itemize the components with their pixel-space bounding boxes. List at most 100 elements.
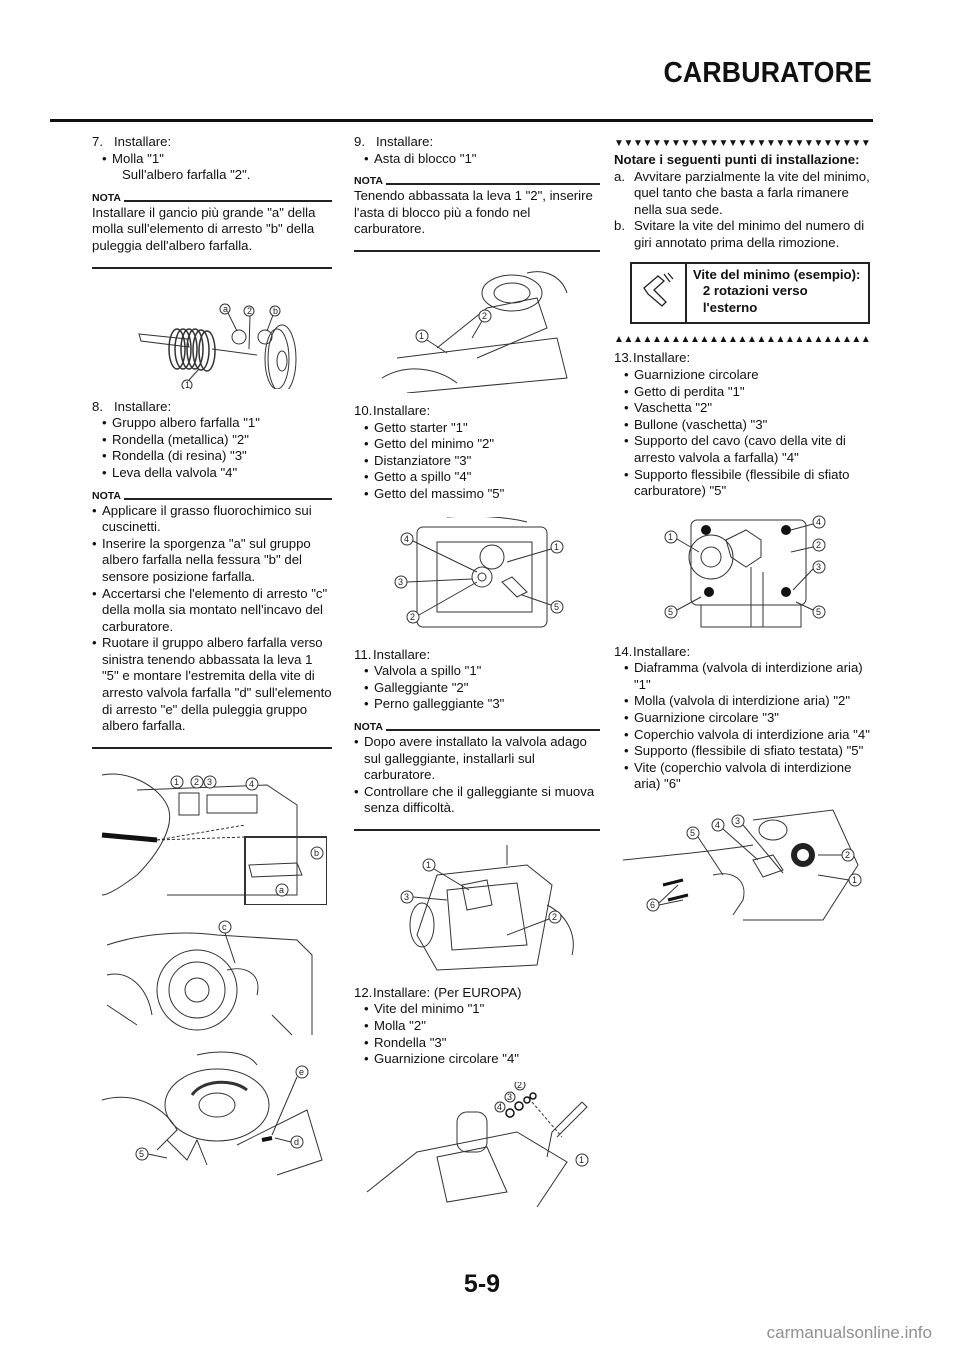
nota-block: NOTA Tenendo abbassata la leva 1 "2", in…: [354, 175, 600, 252]
list-item: •Molla "1": [102, 150, 164, 166]
svg-text:4: 4: [497, 1102, 502, 1112]
list-item: •Galleggiante "2": [364, 679, 469, 695]
step-title: Installare:: [373, 646, 431, 662]
list-item: •Rondella "3": [364, 1034, 447, 1050]
svg-text:4: 4: [404, 534, 409, 544]
step-13: 13. Installare: •Guarnizione circolare •…: [614, 350, 872, 631]
caliper-icon: [632, 263, 687, 323]
section-end-marker: ▲▲▲▲▲▲▲▲▲▲▲▲▲▲▲▲▲▲▲▲▲▲▲▲▲▲▲▲: [614, 334, 872, 346]
page-title: CARBURATORE: [663, 57, 872, 89]
svg-text:1: 1: [579, 1155, 584, 1165]
section-start-marker: ▼▼▼▼▼▼▼▼▼▼▼▼▼▼▼▼▼▼▼▼▼▼▼▼▼▼▼▼: [614, 138, 872, 149]
svg-text:2: 2: [552, 912, 557, 922]
svg-text:4: 4: [249, 779, 254, 789]
step-number: 13.: [614, 350, 633, 366]
nota-item: •Controllare che il galleggiante si muov…: [354, 783, 595, 816]
list-item: •Diaframma (valvola di interdizione aria…: [624, 660, 863, 692]
step-8: 8. Installare: •Gruppo albero farfalla "…: [92, 399, 332, 1180]
list-item: •Vite del minimo "1": [364, 1001, 485, 1017]
list-item: •Asta di blocco "1": [364, 150, 477, 166]
list-item: •Rondella (di resina) "3": [102, 448, 247, 464]
note-item: a.Avvitare parzialmente la vite del mini…: [614, 168, 870, 217]
nota-item: •Dopo avere installato la valvola adago …: [354, 733, 587, 783]
step-12: 12. Installare: (Per EUROPA) •Vite del m…: [354, 985, 600, 1207]
svg-text:3: 3: [507, 1092, 512, 1102]
column-1: 7. Installare: •Molla "1" Sull'albero fa…: [92, 132, 332, 1190]
spec-value: 2 rotazioni verso l'esterno: [702, 283, 808, 315]
list-item: •Gruppo albero farfalla "1": [102, 415, 260, 431]
svg-text:1: 1: [185, 380, 190, 389]
spec-box: Vite del minimo (esempio): 2 rotazioni v…: [630, 261, 870, 325]
step-9: 9. Installare: •Asta di blocco "1" NOTA …: [354, 134, 600, 393]
column-2: 9. Installare: •Asta di blocco "1" NOTA …: [354, 132, 600, 1217]
svg-text:3: 3: [398, 577, 403, 587]
list-item: •Supporto flessibile (flessibile di sfia…: [624, 466, 850, 499]
step-number: 8.: [92, 398, 103, 414]
step-number: 7.: [92, 134, 103, 149]
list-item: •Perno galleggiante "3": [364, 696, 505, 712]
list-item: •Getto starter "1": [364, 419, 468, 435]
svg-text:1: 1: [174, 777, 179, 787]
list-item: •Getto di perdita "1": [624, 383, 745, 399]
svg-text:5: 5: [554, 602, 559, 612]
list-item: •Molla "2": [364, 1018, 426, 1034]
svg-text:5: 5: [816, 607, 821, 617]
nota-label: NOTA: [92, 191, 121, 204]
svg-text:c: c: [222, 922, 227, 932]
figure-spring-stopper: c: [97, 915, 327, 1040]
list-item: •Guarnizione circolare "3": [624, 710, 779, 726]
list-item: •Leva della valvola "4": [102, 464, 238, 480]
step-11: 11. Installare: •Valvola a spillo "1" •G…: [354, 647, 600, 975]
svg-text:2: 2: [482, 311, 487, 321]
svg-text:1: 1: [554, 542, 559, 552]
list-item: •Molla (valvola di interdizione aria) "2…: [624, 693, 851, 709]
svg-text:1: 1: [426, 860, 431, 870]
list-item: •Vaschetta "2": [624, 400, 713, 416]
svg-text:d: d: [294, 1137, 299, 1147]
list-item: •Guarnizione circolare: [624, 366, 759, 382]
nota-block: NOTA Installare il gancio più grande "a"…: [92, 192, 332, 269]
nota-label: NOTA: [354, 720, 383, 733]
step-title: Installare:: [376, 134, 434, 149]
svg-text:5: 5: [668, 607, 673, 617]
svg-text:5: 5: [690, 828, 695, 838]
svg-text:4: 4: [816, 517, 821, 527]
step-10: 10. Installare: •Getto starter "1" •Gett…: [354, 403, 600, 637]
svg-text:2: 2: [816, 540, 821, 550]
svg-text:2: 2: [194, 777, 199, 787]
svg-text:1: 1: [668, 532, 673, 542]
step-title: Installare:: [114, 134, 172, 149]
list-item: •Vite (coperchio valvola di interdizione…: [624, 759, 852, 792]
step-number: 14.: [614, 643, 633, 659]
svg-text:3: 3: [404, 892, 409, 902]
list-item: •Coperchio valvola di interdizione aria …: [624, 726, 870, 742]
svg-text:1: 1: [419, 331, 424, 341]
list-item: •Guarnizione circolare "4": [364, 1051, 519, 1067]
step-number: 10.: [354, 402, 373, 418]
nota-item: •Applicare il grasso fluorochimico sui c…: [92, 502, 312, 535]
step-title: Installare: (Per EUROPA): [373, 984, 522, 1000]
svg-text:1: 1: [852, 875, 857, 885]
nota-block: NOTA •Applicare il grasso fluorochimico …: [92, 490, 332, 749]
svg-text:2: 2: [517, 1082, 522, 1090]
list-item: •Supporto (flessibile di sfiato testata)…: [624, 743, 864, 759]
svg-text:2: 2: [845, 850, 850, 860]
svg-text:b: b: [273, 306, 278, 316]
nota-text: Tenendo abbassata la leva 1 "2", inserir…: [354, 188, 593, 237]
svg-text:6: 6: [650, 900, 655, 910]
nota-item: •Inserire la sporgenza "a" sul gruppo al…: [92, 535, 311, 584]
page-number: 5-9: [463, 1270, 501, 1298]
nota-item: •Accertarsi che l'elemento di arresto "c…: [92, 585, 328, 634]
step-note-line: Sull'albero farfalla "2".: [122, 167, 251, 183]
svg-text:a: a: [279, 885, 284, 895]
svg-text:3: 3: [207, 777, 212, 787]
list-item: •Valvola a spillo "1": [364, 663, 482, 679]
svg-text:a: a: [223, 304, 228, 314]
list-item: •Rondella (metallica) "2": [102, 431, 249, 447]
note-item: b.Svitare la vite del minimo del numero …: [614, 218, 865, 250]
